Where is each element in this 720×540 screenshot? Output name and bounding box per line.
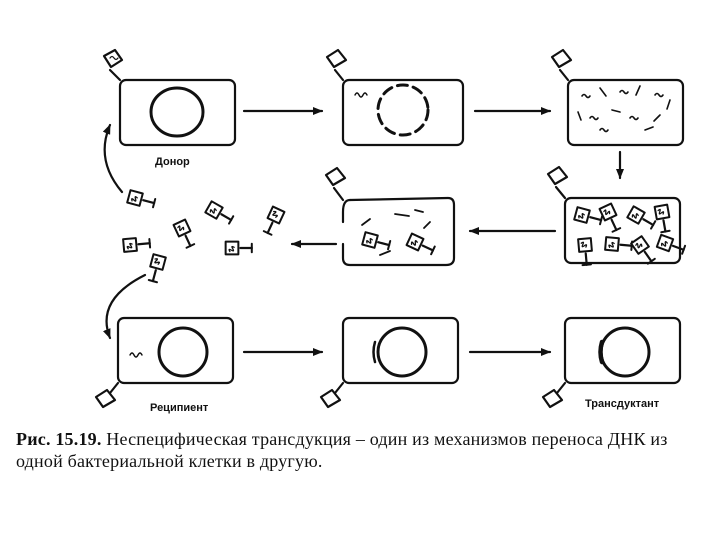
phages-inside-cell [566,197,689,271]
arrow-curve-down [102,275,145,338]
caption-text: Неспецифическая трансдукция – один из ме… [16,429,668,471]
recipient-cell [96,318,233,407]
released-phages [116,180,292,287]
donor-cell-phage-assembly [552,50,683,145]
phages-in-lysed-cell [356,222,438,263]
transduction-diagram [0,0,689,420]
lysed-donor-cell [326,168,454,265]
recipient-cell-recombining [321,318,458,407]
donor-cell-dna-fragmenting [327,50,463,145]
arrow-curve-up [102,125,122,192]
transductant-label: Трансдуктант [585,398,660,410]
figure-number: Рис. 15.19. [16,429,102,449]
donor-label: Донор [155,156,190,168]
donor-cell-full-of-phages [548,167,680,263]
donor-cell-infected [104,50,235,145]
recipient-label: Реципиент [150,402,209,414]
transductant-cell [543,318,680,407]
figure-caption: Рис. 15.19. Неспецифическая трансдукция … [16,428,696,472]
